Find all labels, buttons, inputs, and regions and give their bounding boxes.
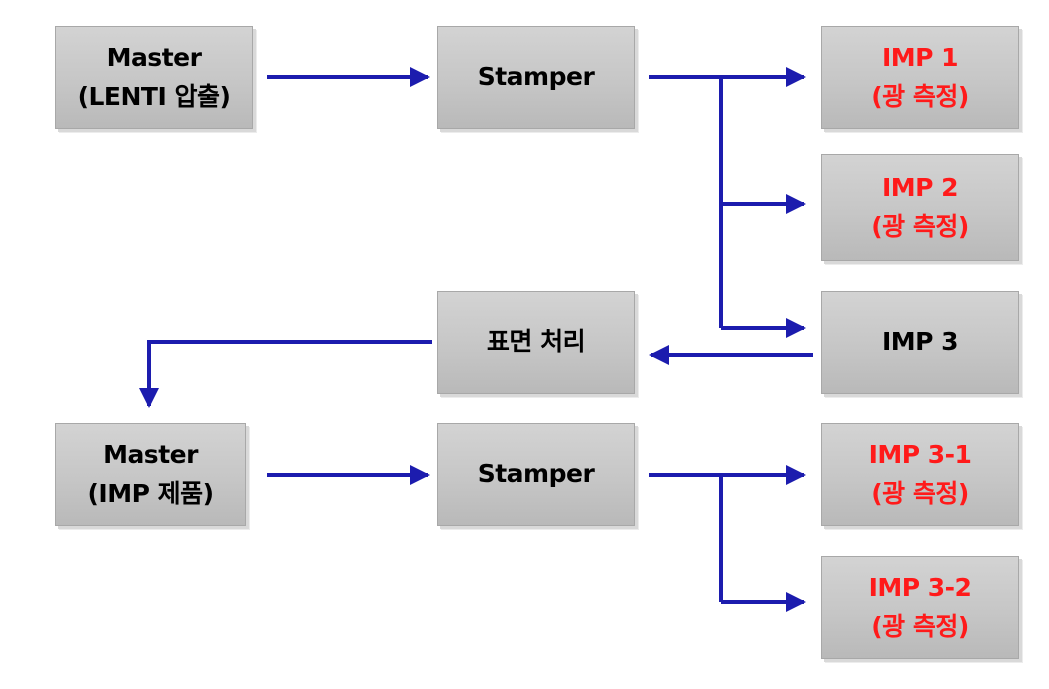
imp2-title: IMP 2 <box>881 172 959 202</box>
master-lenti-box: Master (LENTI 압출) <box>55 26 253 129</box>
master-lenti-subtitle: (LENTI 압출) <box>77 81 231 111</box>
imp2-subtitle: (광 측정) <box>871 211 969 241</box>
imp1-box: IMP 1 (광 측정) <box>821 26 1019 129</box>
imp3-1-title: IMP 3-1 <box>868 439 972 469</box>
imp3-label: IMP 3 <box>881 327 959 357</box>
stamper-1-label: Stamper <box>477 62 595 92</box>
imp2-box: IMP 2 (광 측정) <box>821 154 1019 261</box>
imp3-2-box: IMP 3-2 (광 측정) <box>821 556 1019 659</box>
imp3-1-box: IMP 3-1 (광 측정) <box>821 423 1019 526</box>
master-lenti-title: Master <box>106 42 202 72</box>
stamper-2-label: Stamper <box>477 459 595 489</box>
imp1-subtitle: (광 측정) <box>871 81 969 111</box>
surface-treatment-box: 표면 처리 <box>437 291 635 394</box>
master-imp-box: Master (IMP 제품) <box>55 423 246 526</box>
imp3-2-title: IMP 3-2 <box>868 572 972 602</box>
master-imp-subtitle: (IMP 제품) <box>87 478 214 508</box>
master-imp-title: Master <box>103 439 198 469</box>
imp3-box: IMP 3 <box>821 291 1019 394</box>
surface-treatment-label: 표면 처리 <box>486 327 586 357</box>
stamper-box-2: Stamper <box>437 423 635 526</box>
imp3-2-subtitle: (광 측정) <box>871 611 969 641</box>
arrow-surface-to-master2 <box>139 340 432 408</box>
stamper-box-1: Stamper <box>437 26 635 129</box>
imp3-1-subtitle: (광 측정) <box>871 478 969 508</box>
imp1-title: IMP 1 <box>881 42 959 72</box>
